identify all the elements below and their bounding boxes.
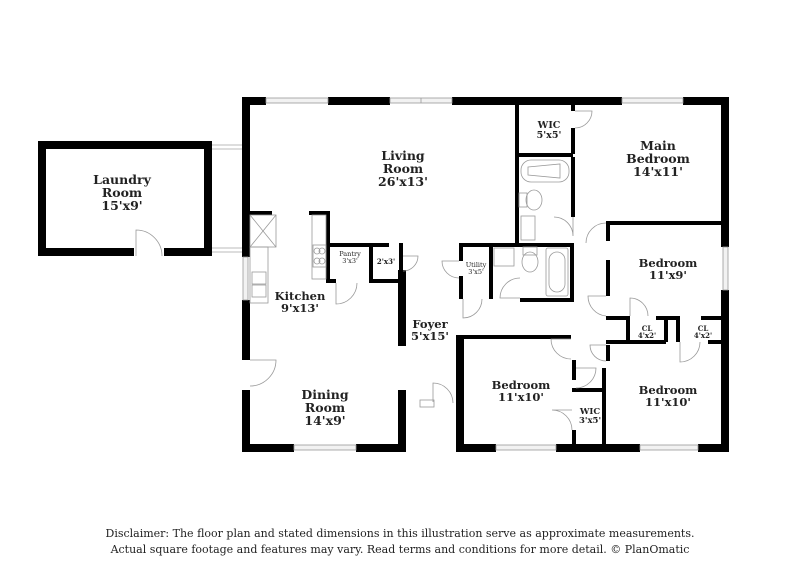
room-foyer: Foyer 5'x15': [411, 318, 449, 342]
room-name: Foyer: [412, 317, 448, 331]
room-closet-1: CL 4'x2': [638, 325, 656, 340]
walls: [38, 97, 729, 452]
room-name: Main: [640, 138, 676, 153]
room-dims: 14'x11': [633, 164, 683, 180]
room-name: WIC: [579, 407, 601, 417]
room-name: Living: [381, 148, 425, 163]
windows: [242, 97, 729, 451]
room-name: Kitchen: [274, 289, 326, 303]
room-name: Pantry: [339, 250, 361, 258]
room-dims: 2'x3': [376, 257, 396, 266]
room-dining: Dining Room 14'x9': [301, 387, 349, 429]
room-wic-main: WIC 5'x5': [537, 121, 562, 141]
room-name: Bedroom: [638, 383, 698, 397]
room-dims: 14'x9': [304, 413, 346, 429]
room-dims: 5'x5': [536, 129, 562, 141]
disclaimer-line-2: Actual square footage and features may v…: [110, 543, 690, 556]
room-bedroom-se: Bedroom 11'x10': [639, 384, 698, 408]
room-dims: 11'x10': [498, 390, 544, 405]
room-kitchen: Kitchen 9'x13': [275, 290, 326, 314]
room-main-bedroom: Main Bedroom 14'x11': [626, 138, 690, 180]
room-dims: 3'x5': [468, 267, 484, 276]
room-utility: Utility 3'x5': [466, 262, 487, 276]
room-dims: 3'x3': [342, 256, 358, 265]
doors: [135, 110, 701, 431]
disclaimer-line-1: Disclaimer: The floor plan and stated di…: [105, 527, 695, 540]
room-name: Room: [304, 400, 346, 416]
room-dims: 4'x2': [637, 331, 657, 341]
room-name: Room: [382, 161, 424, 177]
room-name: Utility: [465, 261, 487, 269]
room-name: WIC: [537, 120, 561, 131]
disclaimer: Disclaimer: The floor plan and stated di…: [0, 526, 800, 558]
room-name: Bedroom: [491, 378, 551, 392]
room-name: Bedroom: [626, 151, 690, 167]
room-dims: 11'x10': [645, 395, 691, 410]
room-dims: 4'x2': [693, 331, 713, 341]
room-wic-s: WIC 3'x5': [579, 408, 601, 426]
room-closet-2: CL 4'x2': [694, 325, 712, 340]
room-dims: 11'x9': [649, 268, 687, 283]
room-bedroom-ne: Bedroom 11'x9': [639, 257, 698, 281]
room-name: Bedroom: [638, 256, 698, 270]
room-name: CL: [641, 324, 653, 333]
breezeway: [212, 144, 242, 253]
room-bedroom-s: Bedroom 11'x10': [492, 379, 551, 403]
room-closet-2x3: 2'x3': [376, 257, 396, 266]
room-dims: 15'x9': [101, 198, 143, 214]
fixtures: [249, 159, 570, 304]
room-dims: 26'x13': [378, 174, 428, 190]
room-living: Living Room 26'x13': [378, 148, 428, 190]
room-dims: 3'x5': [578, 415, 602, 426]
room-laundry: Laundry Room 15'x9': [93, 172, 151, 214]
room-dims: 5'x15': [411, 329, 449, 344]
room-name: Dining: [301, 387, 349, 402]
room-dims: 9'x13': [281, 301, 319, 316]
room-pantry: Pantry 3'x3': [339, 251, 361, 265]
room-name: Laundry: [93, 172, 151, 187]
room-name: Room: [101, 185, 143, 201]
room-name: CL: [697, 324, 709, 333]
